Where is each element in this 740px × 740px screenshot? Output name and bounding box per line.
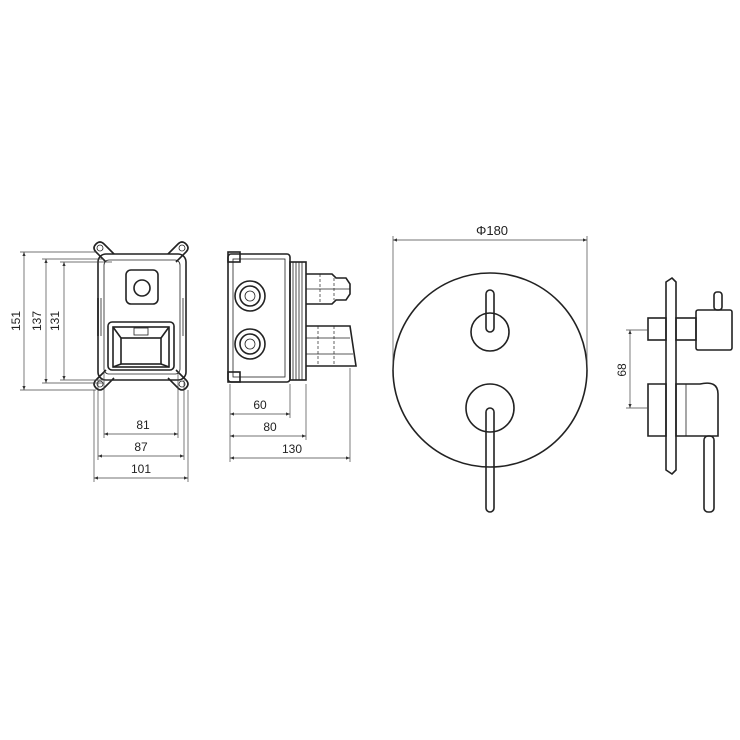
height-label-151: 151 bbox=[9, 311, 23, 331]
diameter-label: Φ180 bbox=[476, 223, 508, 238]
width-label-101: 101 bbox=[131, 462, 151, 476]
height-label-137: 137 bbox=[30, 311, 44, 331]
side-port-lower bbox=[234, 328, 266, 360]
front-width-dimensions: 81 87 101 bbox=[93, 372, 189, 482]
front-height-dimensions: 151 137 131 bbox=[9, 251, 112, 391]
front-view-box bbox=[93, 241, 189, 391]
mounting-lug-bottom-left bbox=[93, 369, 115, 391]
trim-plate-front bbox=[392, 272, 588, 513]
height-label-131: 131 bbox=[48, 311, 62, 331]
trim-plate-circle bbox=[392, 272, 588, 468]
mixer-handle-side bbox=[647, 382, 719, 513]
cartridge-body bbox=[306, 325, 357, 367]
upper-port-hole bbox=[133, 279, 151, 297]
diverter-knob-side bbox=[647, 291, 733, 351]
box-inner-frame bbox=[103, 259, 181, 375]
handle-spacing-dimension: 68 bbox=[615, 329, 648, 409]
mixer-knob bbox=[465, 383, 515, 433]
cartridge-spindle bbox=[306, 273, 351, 305]
plate-profile bbox=[665, 276, 677, 476]
mounting-lug-top-right bbox=[167, 241, 189, 263]
diverter-lever bbox=[485, 289, 495, 333]
valve-seat bbox=[107, 321, 175, 371]
depth-label-60: 60 bbox=[253, 398, 267, 412]
plate-diameter-dimension: Φ180 bbox=[392, 223, 588, 370]
box-outer-frame bbox=[97, 253, 187, 381]
side-depth-dimensions: 60 80 130 bbox=[229, 368, 351, 462]
side-port-upper bbox=[234, 280, 266, 312]
spacing-label-68: 68 bbox=[615, 363, 629, 377]
threaded-section bbox=[289, 261, 307, 381]
trim-plate-side bbox=[647, 276, 733, 513]
width-label-87: 87 bbox=[134, 440, 148, 454]
mounting-lug-bottom-right bbox=[167, 369, 189, 391]
mixer-lever bbox=[485, 407, 495, 513]
diverter-knob bbox=[470, 312, 510, 352]
depth-label-80: 80 bbox=[263, 420, 277, 434]
upper-port-housing bbox=[125, 269, 159, 305]
side-view-box bbox=[227, 251, 357, 383]
depth-label-130: 130 bbox=[282, 442, 302, 456]
width-label-81: 81 bbox=[136, 418, 150, 432]
mounting-lug-top-left bbox=[93, 241, 115, 263]
